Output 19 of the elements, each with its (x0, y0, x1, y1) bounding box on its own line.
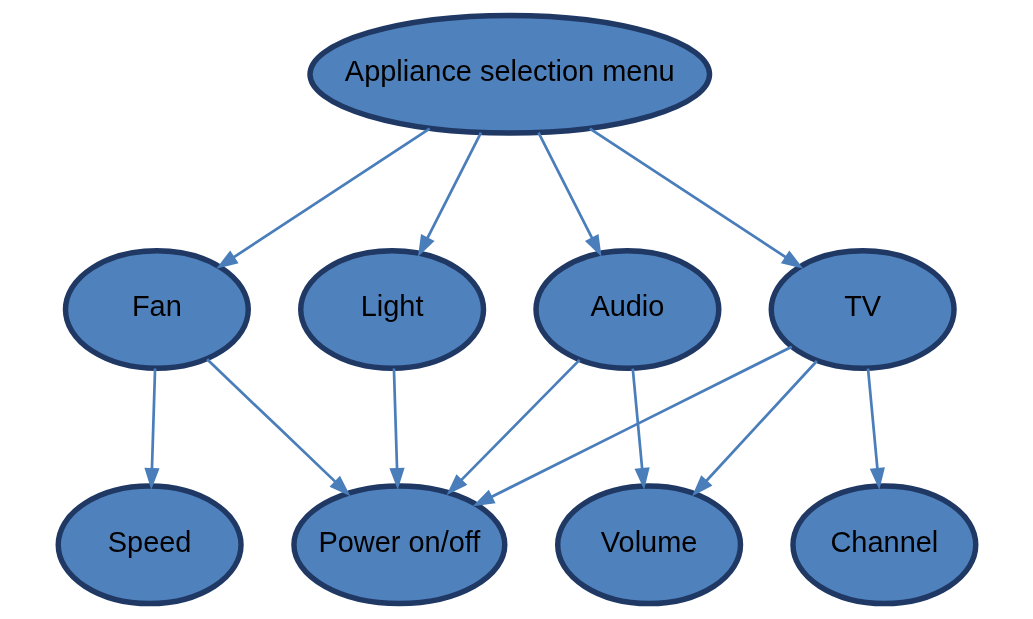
node-ellipse: Appliance selection menu (306, 12, 712, 136)
arrow (388, 368, 405, 490)
arrow (143, 368, 160, 490)
arrow (417, 132, 482, 257)
node-ellipse: Light (297, 247, 486, 372)
node-ellipse: Audio (532, 247, 721, 372)
arrow (866, 368, 885, 490)
arrow (536, 132, 602, 257)
arrow (472, 345, 792, 507)
node-ellipse: Volume (554, 483, 743, 607)
arrow (205, 358, 350, 497)
arrow (215, 127, 430, 269)
node-ellipse: Power on/off (290, 483, 507, 607)
arrow (588, 127, 803, 269)
node-ellipse: Channel (789, 483, 978, 607)
arrow (630, 368, 650, 490)
arrow (691, 360, 818, 497)
node-ellipse: Speed (55, 483, 244, 607)
arrow (446, 358, 581, 495)
